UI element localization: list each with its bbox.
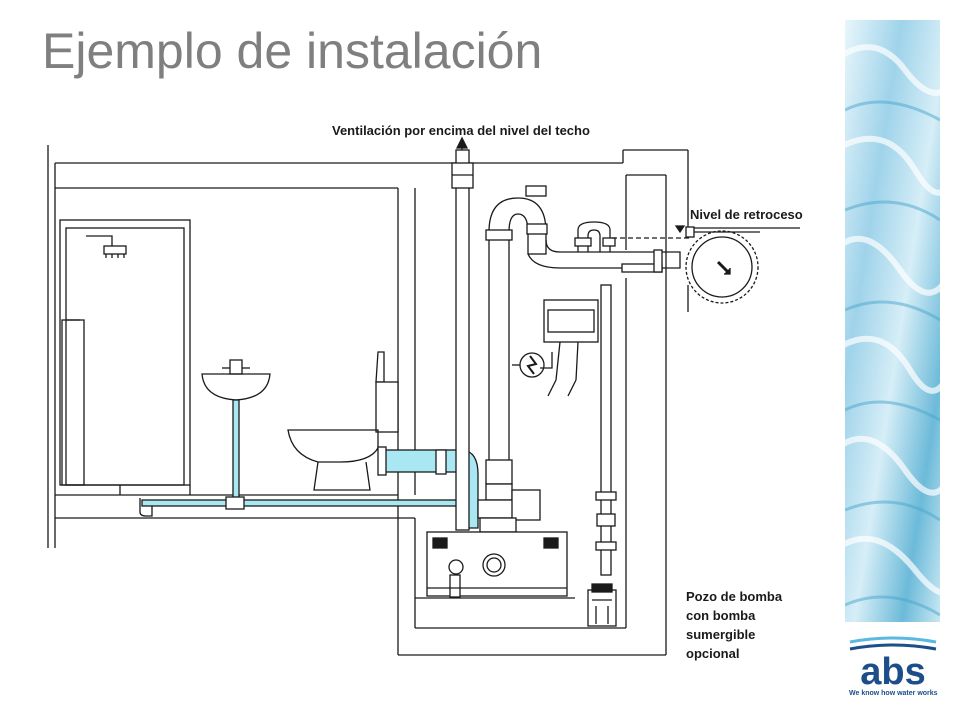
vent-pipe [451, 136, 474, 531]
toilet [287, 351, 464, 491]
pump-well-label-line2: con bomba [686, 608, 756, 623]
brand-tagline: We know how water works [849, 690, 938, 697]
pump-well-label: Pozo de bomba con bomba sumergible opcio… [686, 587, 782, 663]
discharge-pipe [485, 185, 681, 485]
slide-title: Ejemplo de instalación [42, 23, 543, 79]
building-structure [47, 145, 689, 656]
pump-riser [477, 483, 541, 533]
pump-well-label-line3: sumergible [686, 627, 756, 642]
backflow-level-label: Nivel de retroceso [690, 207, 803, 222]
submersible-pump [587, 583, 617, 627]
pump-well-label-line1: Pozo de bomba [686, 589, 783, 604]
installation-diagram [47, 136, 800, 656]
control-panel [540, 299, 599, 397]
pump-well-label-line4: opcional [686, 646, 740, 661]
washbasin [201, 359, 271, 501]
abs-logo: abs [849, 636, 937, 693]
electrical-symbol [512, 352, 545, 378]
sewer-main [612, 225, 800, 304]
water-texture-image [845, 20, 940, 622]
ventilation-label: Ventilación por encima del nivel del tec… [332, 123, 590, 138]
lifting-station-tank [426, 531, 568, 598]
pit-drain-column [595, 284, 617, 576]
logo-text: abs [860, 651, 925, 693]
shower [59, 219, 191, 486]
